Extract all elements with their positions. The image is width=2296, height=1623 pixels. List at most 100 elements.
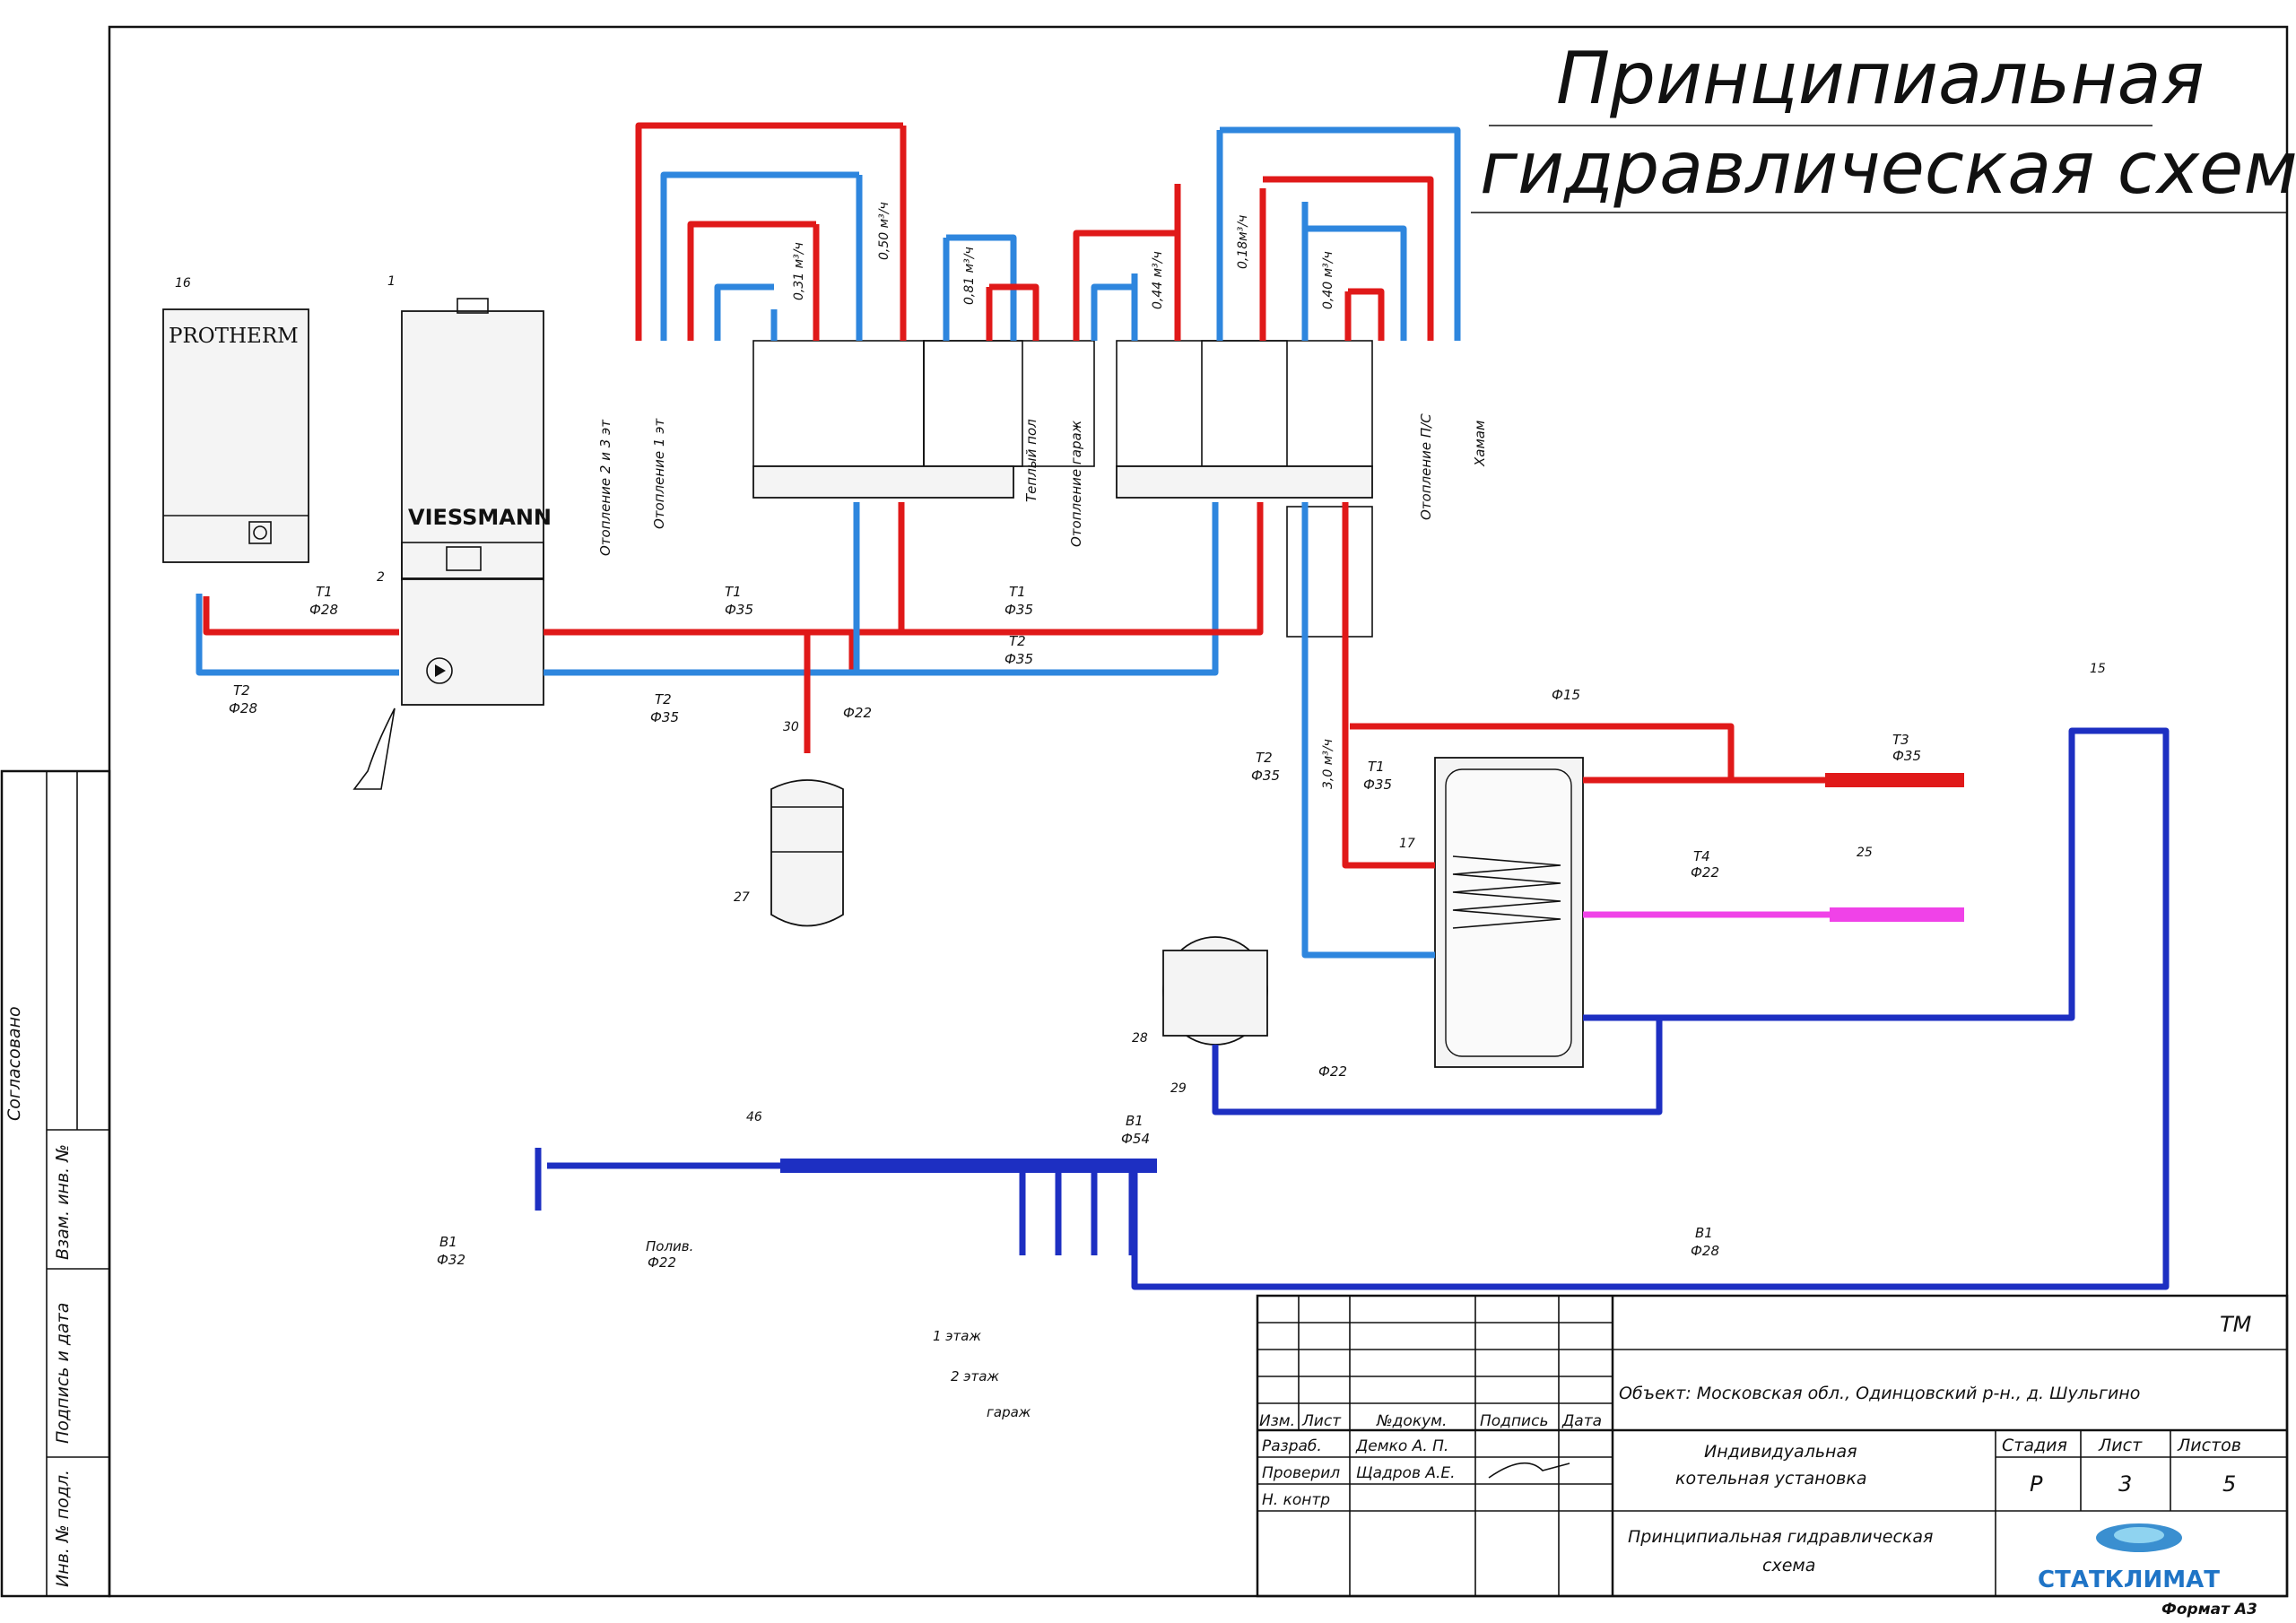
label-d32: Ф32 <box>437 1252 465 1268</box>
tb-code: ТМ <box>2220 1312 2252 1337</box>
flow-f7: 3,0 м³/ч <box>1321 739 1335 789</box>
circuit-label-c1: Отопление 2 и 3 эт <box>597 419 613 556</box>
pipe-supply-to-tank <box>1342 502 1435 869</box>
tb-stage-h: Стадия <box>2002 1436 2067 1455</box>
hw-manifold <box>1825 773 1964 787</box>
circuit-label-c3: Теплый пол <box>1023 419 1039 502</box>
stamp-podpis: Подпись и дата <box>53 1303 73 1444</box>
tb-col-list: Лист <box>1301 1412 1342 1430</box>
circuit-label-c4: Отопление гараж <box>1068 420 1084 547</box>
manifold-left <box>752 340 1095 499</box>
label-d22-c: Ф22 <box>1318 1063 1347 1080</box>
tb-name-proveril: Щадров А.Е. <box>1356 1464 1456 1482</box>
protherm-boiler: PROTHERM 16 <box>162 276 309 563</box>
label-d15: Ф15 <box>1552 687 1580 703</box>
label-t2-d: Т2 <box>1256 750 1273 766</box>
side-stamp: Согласовано Взам. инв. № Подпись и дата … <box>0 769 111 1598</box>
valve-46-num: 46 <box>746 1110 762 1124</box>
tb-role-proveril: Проверил <box>1262 1464 1340 1482</box>
label-floor2: 2 этаж <box>951 1368 999 1384</box>
stamp-vzam: Взам. инв. № <box>53 1144 73 1260</box>
tank-num: 17 <box>1399 837 1415 851</box>
valve-30-num: 30 <box>783 720 799 734</box>
circuits-left-lines <box>635 122 1039 341</box>
title-block: ТМ Объект: Московская обл., Одинцовский … <box>1256 1294 2289 1598</box>
label-d35-e: Ф35 <box>1251 768 1280 784</box>
flow-f6: 0,40 м³/ч <box>1321 251 1335 309</box>
label-d35-g: Ф35 <box>1892 748 1921 764</box>
label-d28-b: Ф28 <box>229 700 257 716</box>
flow-f1: 0,31 м³/ч <box>792 242 806 300</box>
tb-name-razrab: Демко А. П. <box>1355 1437 1448 1455</box>
label-t1-c: Т1 <box>1009 584 1026 600</box>
label-floor1: 1 этаж <box>933 1328 981 1344</box>
flow-f2: 0,50 м³/ч <box>877 202 891 260</box>
expansion-tank-water: 28 29 <box>1132 936 1268 1096</box>
drawing-frame <box>108 25 2289 1598</box>
label-d22-d: Ф22 <box>648 1254 676 1271</box>
exp-tank-water-num: 28 <box>1132 1031 1148 1046</box>
manifold-right <box>1116 340 1373 638</box>
label-d54: Ф54 <box>1121 1131 1150 1147</box>
label-d35-d: Ф35 <box>1004 651 1033 667</box>
label-d35-c: Ф35 <box>1004 602 1033 618</box>
flow-f5: 0,18м³/ч <box>1236 215 1250 269</box>
label-poliv: Полив. <box>646 1238 693 1254</box>
label-d35: Ф35 <box>725 602 753 618</box>
risers-left <box>770 126 993 341</box>
tb-project-l2: котельная установка <box>1675 1469 1867 1488</box>
tb-col-data: Дата <box>1561 1412 1602 1430</box>
label-t1: Т1 <box>316 584 333 600</box>
pipe-return-from-tank <box>1301 502 1435 959</box>
label-d28-c: Ф28 <box>1691 1243 1719 1259</box>
protherm-label: PROTHERM <box>169 325 299 348</box>
label-d28: Ф28 <box>309 602 338 618</box>
tb-stage-v: Р <box>2030 1471 2043 1497</box>
airvent-num: 15 <box>2090 662 2106 676</box>
label-b1: В1 <box>1695 1225 1713 1241</box>
circuit-label-c5: Отопление П/С <box>1418 413 1434 520</box>
label-garage: гараж <box>987 1404 1031 1420</box>
viessmann-boiler: VIESSMANN 1 2 <box>377 274 552 706</box>
tb-sheet-v: 3 <box>2118 1471 2132 1497</box>
tb-format: Формат А3 <box>2161 1601 2257 1619</box>
label-t2-b: Т2 <box>655 691 672 707</box>
flow-f3: 0,81 м³/ч <box>962 247 977 305</box>
label-d35-f: Ф35 <box>1363 777 1392 793</box>
valve-29-num: 29 <box>1170 1081 1187 1096</box>
circuit-label-c2: Отопление 1 эт <box>651 418 667 529</box>
cold-water-inlet: 46 <box>535 1110 1157 1211</box>
label-t1-b: Т1 <box>725 584 742 600</box>
title-line2: гидравлическая схема <box>1480 126 2296 210</box>
pipe-supply-right <box>857 502 1264 636</box>
tb-company: СТАТКЛИМАТ <box>2038 1567 2220 1593</box>
label-t3: Т3 <box>1892 732 1909 748</box>
valve-25-num: 25 <box>1857 846 1873 860</box>
tb-sheets-v: 5 <box>2222 1471 2236 1497</box>
circuits-right-lines <box>1073 126 1461 341</box>
boiler-num: 1 <box>387 274 396 289</box>
stamp-inv: Инв. № подл. <box>53 1470 73 1587</box>
pipe-main-return <box>544 502 1219 676</box>
pipe-protherm-return <box>196 594 399 676</box>
label-d22: Ф22 <box>843 705 872 721</box>
protherm-num: 16 <box>175 276 191 291</box>
pipe-main-supply <box>544 629 856 671</box>
pipe-cold-water <box>1131 727 2170 1290</box>
tb-drawing-l1: Принципиальная гидравлическая <box>1628 1527 1933 1547</box>
pipe-labels: Т1 Ф28 Т2 Ф28 Т1 Ф35 Т2 Ф35 Ф22 Т1 Ф35 Т… <box>229 584 1921 1420</box>
label-t2-c: Т2 <box>1009 633 1026 649</box>
circuit-label-c6: Хамам <box>1472 421 1488 467</box>
exp-tank-heating-num: 27 <box>734 890 750 905</box>
label-d35-b: Ф35 <box>650 709 679 725</box>
expansion-tank-heating: 27 30 <box>734 720 844 927</box>
viessmann-label: VIESSMANN <box>408 505 552 530</box>
recirc-manifold <box>1830 907 1964 922</box>
signature-proveril <box>1488 1462 1570 1479</box>
tb-role-nkontr: Н. контр <box>1262 1491 1330 1509</box>
label-b1-b: В1 <box>1126 1113 1144 1129</box>
label-t2: Т2 <box>233 682 250 699</box>
tb-role-razrab: Разраб. <box>1262 1437 1322 1455</box>
tb-drawing-l2: схема <box>1762 1556 1815 1575</box>
